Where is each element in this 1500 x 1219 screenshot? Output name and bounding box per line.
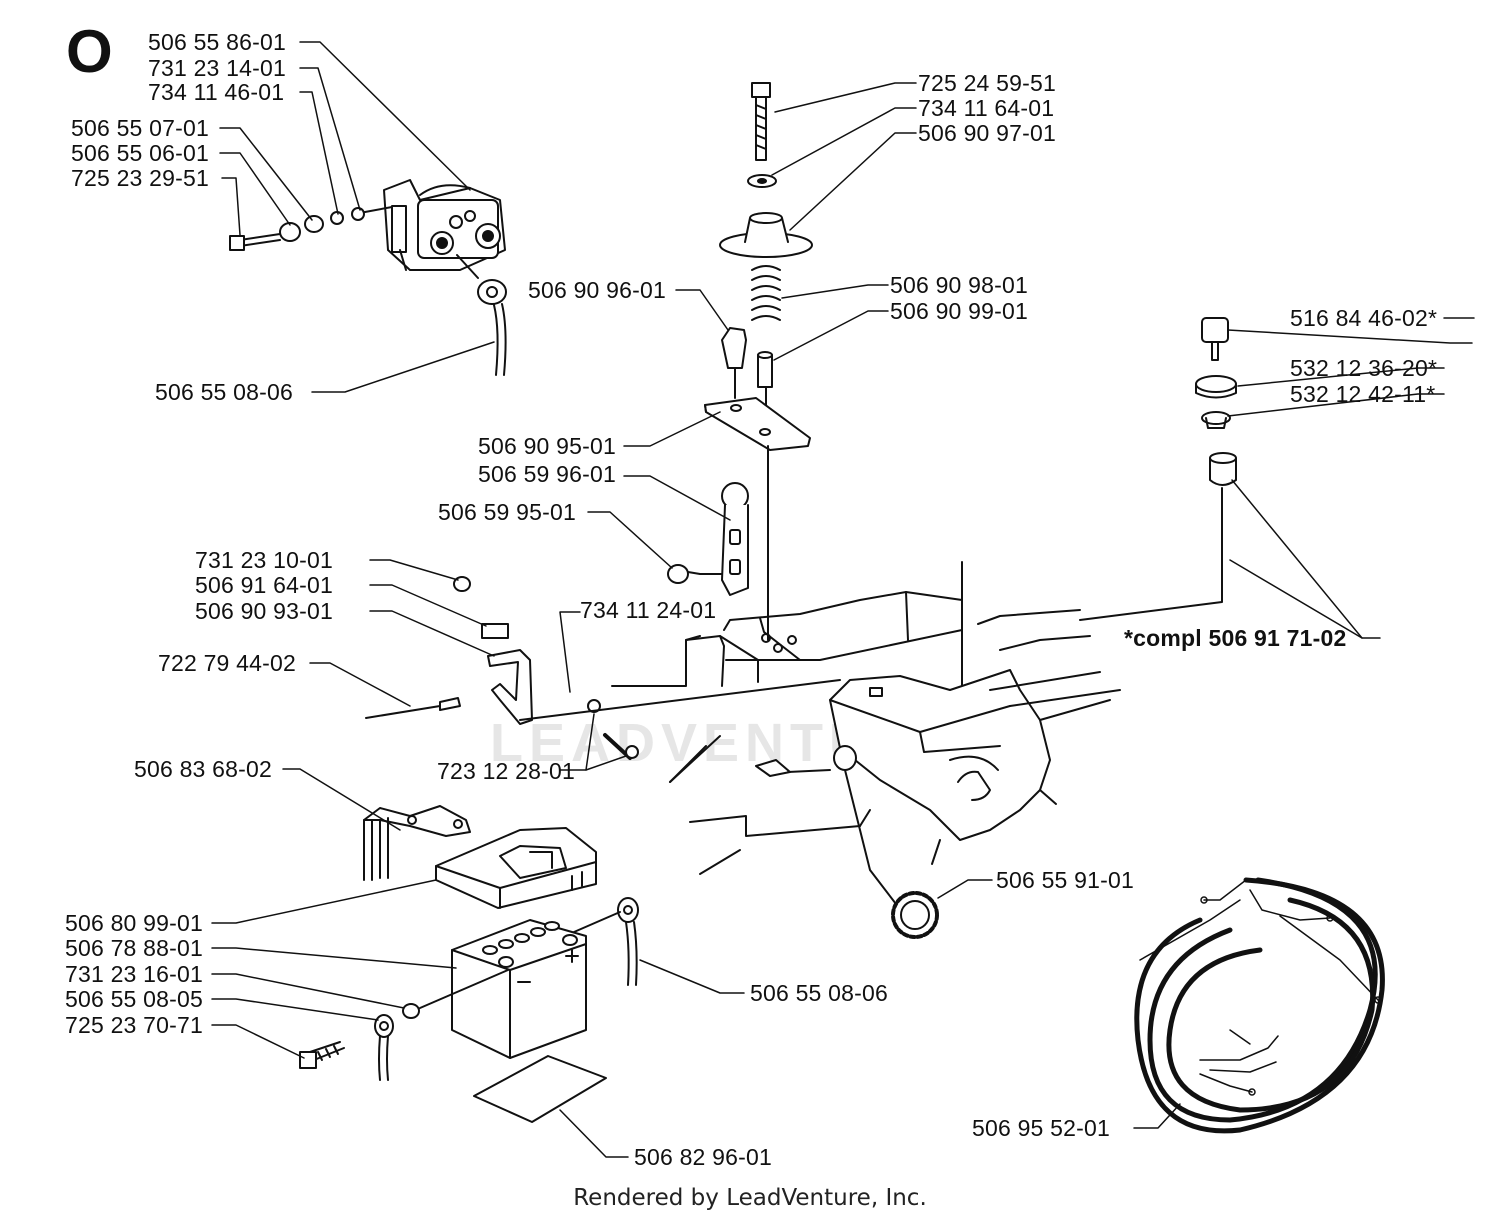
bolt-washers	[229, 206, 393, 251]
clamp-screws	[365, 576, 841, 760]
mount-plate	[704, 397, 811, 641]
lever-part	[667, 482, 749, 596]
clip-grommet	[755, 745, 857, 777]
part-label[interactable]: 506 55 06-01	[71, 140, 209, 166]
part-label[interactable]: 734 11 64-01	[918, 95, 1055, 121]
part-label[interactable]: 506 90 95-01	[478, 433, 616, 459]
part-label[interactable]: 506 90 99-01	[890, 298, 1028, 324]
part-label[interactable]: 722 79 44-02	[158, 650, 296, 676]
part-label[interactable]: 731 23 16-01	[65, 961, 203, 987]
battery-mat	[473, 1055, 607, 1123]
battery-hardware-left	[299, 969, 509, 1081]
part-label[interactable]: 506 55 91-01	[996, 867, 1134, 893]
shaft-stack	[719, 82, 813, 421]
solenoid-assembly	[383, 179, 506, 271]
part-label[interactable]: 734 11 46-01	[148, 79, 285, 105]
part-label[interactable]: 506 55 08-06	[155, 379, 293, 405]
battery-holddown	[363, 805, 471, 881]
part-label[interactable]: 725 23 29-51	[71, 165, 209, 191]
leaders-grommet	[937, 879, 993, 899]
part-label[interactable]: 506 90 96-01	[528, 277, 666, 303]
part-label[interactable]: 506 90 97-01	[918, 120, 1056, 146]
part-label[interactable]: 506 91 64-01	[195, 572, 333, 598]
wiring-harness	[1134, 877, 1385, 1134]
part-label[interactable]: 506 82 96-01	[634, 1144, 772, 1170]
part-label[interactable]: 731 23 10-01	[195, 547, 333, 573]
part-label[interactable]: 506 59 96-01	[478, 461, 616, 487]
leaders-center-top	[623, 82, 917, 447]
part-label[interactable]: 506 55 08-05	[65, 986, 203, 1012]
section-letter: O	[66, 18, 113, 85]
part-label[interactable]: 506 55 07-01	[71, 115, 209, 141]
part-label[interactable]: 731 23 14-01	[148, 55, 286, 81]
part-label[interactable]: 734 11 24-01	[580, 597, 717, 623]
harness-branches	[1133, 879, 1382, 1129]
part-label[interactable]: 506 55 86-01	[148, 29, 286, 55]
leaders-top-left	[219, 41, 495, 393]
part-label[interactable]: 725 23 70-71	[65, 1012, 203, 1038]
part-label[interactable]: 723 12 28-01	[437, 758, 575, 784]
part-label[interactable]: 532 12 42-11*	[1290, 381, 1436, 407]
part-label[interactable]: 506 95 52-01	[972, 1115, 1110, 1141]
switch-part	[721, 327, 747, 399]
part-label[interactable]: 516 84 46-02*	[1290, 305, 1438, 331]
part-label[interactable]: 532 12 36-20*	[1290, 355, 1438, 381]
battery-cover	[435, 827, 597, 909]
grommet-ring	[844, 769, 939, 939]
part-label[interactable]: 725 24 59-51	[918, 70, 1056, 96]
part-label[interactable]: 506 83 68-02	[134, 756, 272, 782]
part-label[interactable]: 506 55 08-06	[750, 980, 888, 1006]
leaders-clamp	[309, 559, 627, 771]
leaders-battery	[211, 768, 745, 1158]
cable-terminal-upper	[456, 254, 507, 376]
part-label[interactable]: 506 59 95-01	[438, 499, 576, 525]
part-label[interactable]: 506 78 88-01	[65, 935, 203, 961]
kit-label[interactable]: *compl 506 91 71-02	[1124, 625, 1347, 651]
part-label[interactable]: 506 90 98-01	[890, 272, 1028, 298]
battery	[451, 919, 587, 1059]
chassis-frame	[611, 561, 1121, 875]
part-label[interactable]: 506 80 99-01	[65, 910, 203, 936]
leaders-lever	[587, 475, 731, 569]
footer-credit: Rendered by LeadVenture, Inc.	[573, 1185, 927, 1211]
leaders-right	[1227, 317, 1475, 639]
part-label[interactable]: 506 90 93-01	[195, 598, 333, 624]
battery-cable-right	[573, 897, 639, 986]
ignition-switch	[1079, 317, 1237, 621]
